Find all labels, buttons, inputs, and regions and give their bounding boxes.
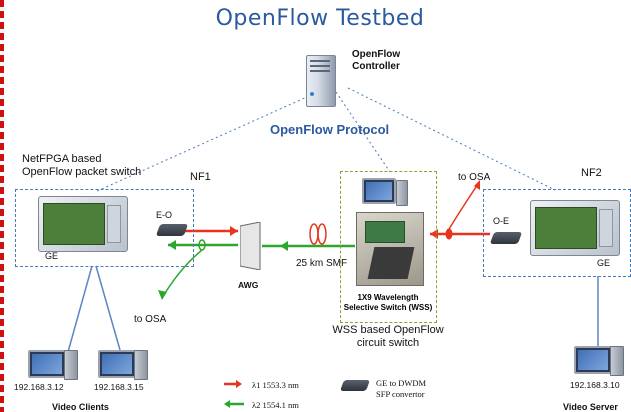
- client2-tower-icon: [134, 350, 148, 380]
- control-link-nf1: [94, 91, 319, 193]
- nf2-oe-label: O-E: [493, 216, 510, 226]
- awg-icon: [240, 222, 261, 270]
- client2-ip: 192.168.3.15: [94, 382, 144, 392]
- legend-convertor-line1: GE to DWDM: [376, 378, 427, 388]
- nf1-ge-label: GE: [45, 251, 59, 261]
- legend-convertor-label: GE to DWDM SFP convertor: [376, 378, 426, 400]
- clients-label: Video Clients: [52, 402, 109, 412]
- control-link-nf2: [347, 87, 556, 191]
- tap-right: [445, 228, 453, 240]
- nf1-eo-convertor-icon: [155, 224, 189, 236]
- legend-convertor-line2: SFP convertor: [376, 389, 425, 399]
- wss-box: [340, 171, 437, 323]
- osa-left-arrow: [158, 290, 167, 300]
- smf-coil-1: [309, 223, 319, 245]
- wss-tower-icon: [396, 180, 408, 206]
- wss-label: 1X9 Wavelength Selective Switch (WSS): [340, 293, 436, 313]
- left-dashed-border: [0, 0, 4, 412]
- osa-right-label: to OSA: [458, 172, 491, 183]
- wss-label-line2: Selective Switch (WSS): [343, 303, 433, 312]
- client1-link: [67, 265, 93, 353]
- osa-right-arrow: [474, 180, 480, 190]
- nf1-caption-line1: NetFPGA based: [22, 153, 102, 165]
- openflow-controller-server-icon: [306, 55, 336, 107]
- server-label: Video Server: [563, 402, 618, 412]
- nf1-name: NF1: [190, 171, 211, 183]
- wss-monitor-icon: [362, 178, 396, 204]
- controller-label-line2: Controller: [352, 61, 400, 72]
- wss-caption-line2: circuit switch: [356, 337, 420, 349]
- controller-label: OpenFlow Controller: [336, 49, 416, 73]
- server-ip: 192.168.3.10: [570, 380, 620, 390]
- nf2-oe-convertor-icon: [489, 232, 523, 244]
- lambda2-arrow-mid: [280, 241, 288, 251]
- client1-tower-icon: [64, 350, 78, 380]
- controller-label-line1: OpenFlow: [351, 49, 401, 60]
- awg-label: AWG: [238, 280, 259, 290]
- nf1-box: [15, 189, 194, 267]
- lambda2-arrow-left: [168, 240, 176, 250]
- legend-lambda1: λ1 1553.3 nm: [252, 380, 299, 390]
- osa-right-fibre: [448, 183, 479, 230]
- smf-label: 25 km SMF: [296, 258, 348, 269]
- smf-coil-2: [317, 223, 327, 245]
- nf1-eo-label: E-O: [156, 210, 173, 220]
- server-tower-icon: [610, 346, 624, 376]
- netfpga-nf1-icon: [38, 196, 128, 252]
- control-link-wss: [335, 91, 391, 173]
- nf2-ge-label: GE: [597, 258, 611, 268]
- client2-link: [95, 265, 121, 351]
- osa-left-label: to OSA: [134, 314, 167, 325]
- legend-lambda2: λ2 1554.1 nm: [252, 400, 299, 410]
- wss-device-icon: [356, 212, 424, 286]
- client1-monitor-icon: [28, 350, 66, 378]
- wss-label-line1: 1X9 Wavelength: [357, 293, 419, 302]
- legend-arrows: [224, 380, 244, 408]
- wss-caption: WSS based OpenFlow circuit switch: [326, 324, 450, 350]
- nf1-caption-line2: OpenFlow packet switch: [22, 166, 142, 178]
- nf1-caption: NetFPGA based OpenFlow packet switch: [22, 153, 141, 179]
- client2-monitor-icon: [98, 350, 136, 378]
- client1-ip: 192.168.3.12: [14, 382, 64, 392]
- nf2-name: NF2: [581, 167, 602, 179]
- legend-convertor-icon: [339, 380, 371, 391]
- wss-caption-line1: WSS based OpenFlow: [332, 324, 444, 336]
- server-monitor-icon: [574, 346, 612, 374]
- lambda1-arrow-left: [230, 226, 238, 236]
- diagram-title: OpenFlow Testbed: [215, 6, 425, 31]
- openflow-protocol-label: OpenFlow Protocol: [270, 122, 390, 137]
- netfpga-nf2-icon: [530, 200, 620, 256]
